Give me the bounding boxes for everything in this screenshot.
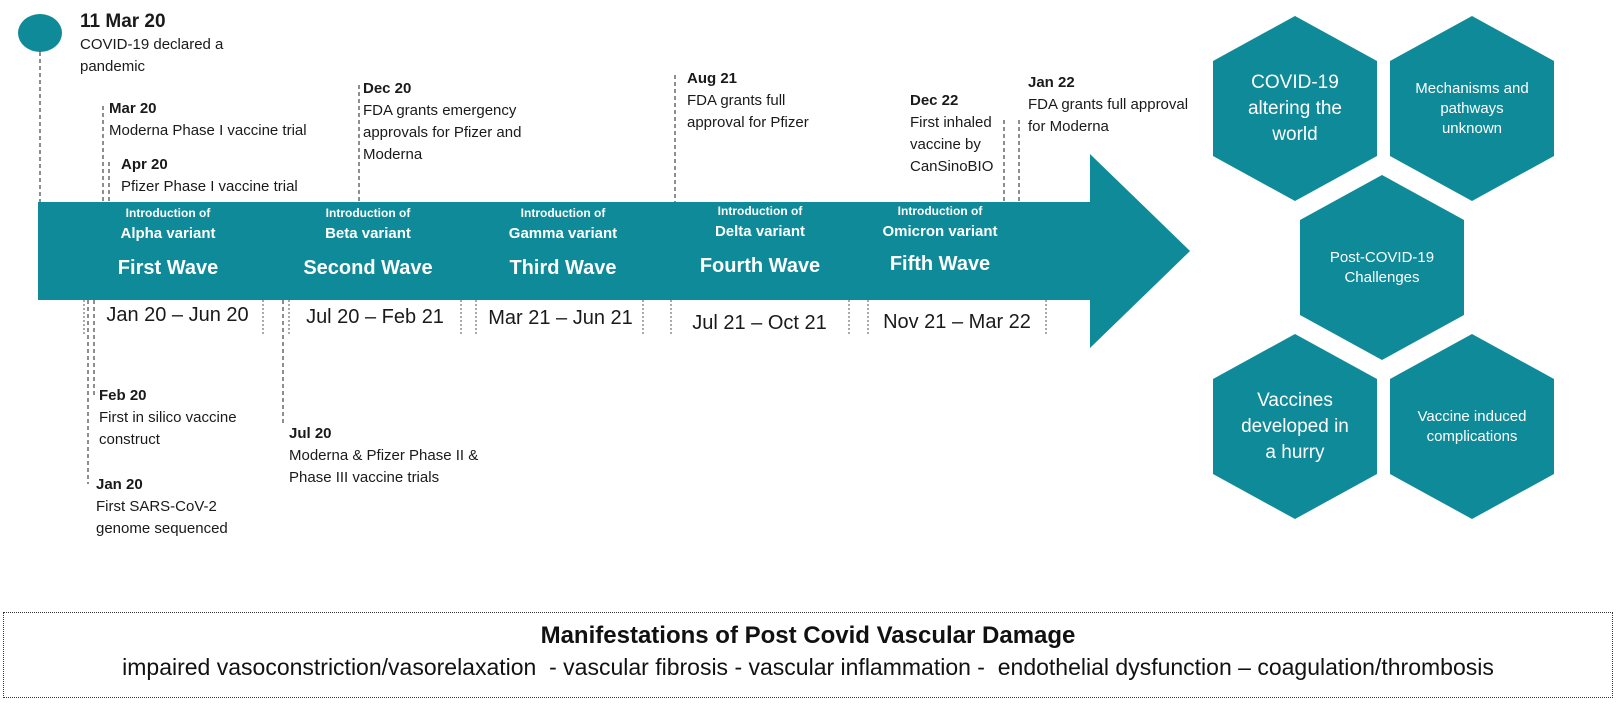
event-date: Apr 20	[121, 156, 168, 173]
connectors-top	[39, 52, 1020, 202]
event-jan22: Jan 22 FDA grants full approval for Mode…	[1028, 72, 1198, 138]
hex-center-text: Post-COVID-19 Challenges	[1329, 248, 1435, 286]
wave-period-fourth: Jul 21 – Oct 21	[692, 312, 827, 334]
event-date: Feb 20	[99, 387, 147, 404]
wave-period-fifth: Nov 21 – Mar 22	[883, 311, 1031, 333]
event-date: Jan 20	[96, 476, 143, 493]
wave-intro: Introduction of	[520, 206, 606, 220]
wave-variant: Omicron variant	[882, 223, 998, 240]
event-dec20: Dec 20 FDA grants emergency approvals fo…	[363, 78, 553, 166]
wave-period-second: Jul 20 – Feb 21	[306, 306, 444, 328]
wave-label: Fourth Wave	[699, 255, 821, 277]
manifestations-box: Manifestations of Post Covid Vascular Da…	[3, 612, 1613, 698]
hex-covid-altering	[1213, 16, 1377, 201]
event-text: Moderna Phase I vaccine trial	[109, 122, 307, 139]
event-date: Mar 20	[109, 100, 157, 117]
event-jul20: Jul 20 Moderna & Pfizer Phase II & Phase…	[289, 423, 514, 489]
event-date: Jan 22	[1028, 74, 1075, 91]
event-date: 11 Mar 20	[80, 11, 166, 32]
wave-fourth: Introduction of Delta variant Fourth Wav…	[680, 204, 840, 278]
wave-third: Introduction of Gamma variant Third Wave	[483, 206, 643, 280]
wave-variant: Gamma variant	[508, 225, 618, 242]
event-date: Jul 20	[289, 425, 332, 442]
connectors-bottom	[87, 300, 284, 484]
event-aug21: Aug 21 FDA grants full approval for Pfiz…	[687, 68, 837, 134]
wave-second: Introduction of Beta variant Second Wave	[288, 206, 448, 280]
event-text: Moderna & Pfizer Phase II & Phase III va…	[289, 447, 479, 486]
event-jan20: Jan 20 First SARS-CoV-2 genome sequenced	[96, 474, 266, 540]
timeline-band	[38, 202, 1093, 300]
wave-period-first: Jan 20 – Jun 20	[106, 304, 249, 326]
wave-label: Fifth Wave	[889, 253, 991, 275]
event-text: First in silico vaccine construct	[99, 409, 237, 448]
event-mar20: Mar 20 Moderna Phase I vaccine trial	[109, 98, 349, 142]
hex-vaccines-hurry-text: Vaccines developed in a hurry	[1241, 389, 1349, 463]
timeline-arrow-head	[1090, 154, 1190, 348]
wave-intro: Introduction of	[325, 206, 411, 220]
wave-label: Second Wave	[303, 257, 433, 279]
hex-vaccine-complications-text: Vaccine induced complications	[1417, 407, 1527, 445]
manifestations-items: impaired vasoconstriction/vasorelaxation…	[122, 654, 1494, 680]
event-date: Dec 22	[910, 92, 959, 109]
wave-variant: Beta variant	[325, 225, 411, 242]
manifestations-title: Manifestations of Post Covid Vascular Da…	[540, 622, 1076, 649]
event-text: FDA grants full approval for Pfizer	[687, 92, 809, 131]
event-date: Dec 20	[363, 80, 412, 97]
event-text: COVID-19 declared a pandemic	[80, 36, 224, 75]
event-text: First inhaled vaccine by CanSinoBIO	[910, 114, 994, 175]
event-text: First SARS-CoV-2 genome sequenced	[96, 498, 228, 537]
event-text: FDA grants full approval for Moderna	[1028, 96, 1189, 135]
hex-center	[1300, 175, 1464, 360]
event-feb20: Feb 20 First in silico vaccine construct	[99, 385, 269, 451]
hex-covid-altering-text: COVID-19 altering the world	[1247, 71, 1342, 145]
wave-intro: Introduction of	[897, 204, 983, 218]
event-text: FDA grants emergency approvals for Pfize…	[363, 102, 522, 163]
event-apr20: Apr 20 Pfizer Phase I vaccine trial	[121, 154, 351, 198]
period-brackets	[83, 300, 1047, 334]
wave-label: First Wave	[117, 257, 219, 279]
event-11mar20: 11 Mar 20 COVID-19 declared a pandemic	[80, 10, 260, 78]
hex-mechanisms	[1390, 16, 1554, 201]
event-date: Aug 21	[687, 70, 738, 87]
wave-intro: Introduction of	[125, 206, 211, 220]
hex-vaccines-hurry	[1213, 334, 1377, 519]
wave-period-third: Mar 21 – Jun 21	[488, 307, 633, 329]
timeline-start-circle	[18, 14, 62, 52]
wave-variant: Delta variant	[714, 223, 806, 240]
wave-fifth: Introduction of Omicron variant Fifth Wa…	[860, 204, 1020, 276]
wave-first: Introduction of Alpha variant First Wave	[88, 206, 248, 280]
wave-intro: Introduction of	[717, 204, 803, 218]
event-dec22: Dec 22 First inhaled vaccine by CanSinoB…	[910, 90, 1005, 178]
event-text: Pfizer Phase I vaccine trial	[121, 178, 298, 195]
wave-label: Third Wave	[509, 257, 617, 279]
wave-variant: Alpha variant	[120, 225, 216, 242]
hex-mechanisms-text: Mechanisms and pathways unknown	[1415, 79, 1529, 137]
hex-vaccine-complications	[1390, 334, 1554, 519]
